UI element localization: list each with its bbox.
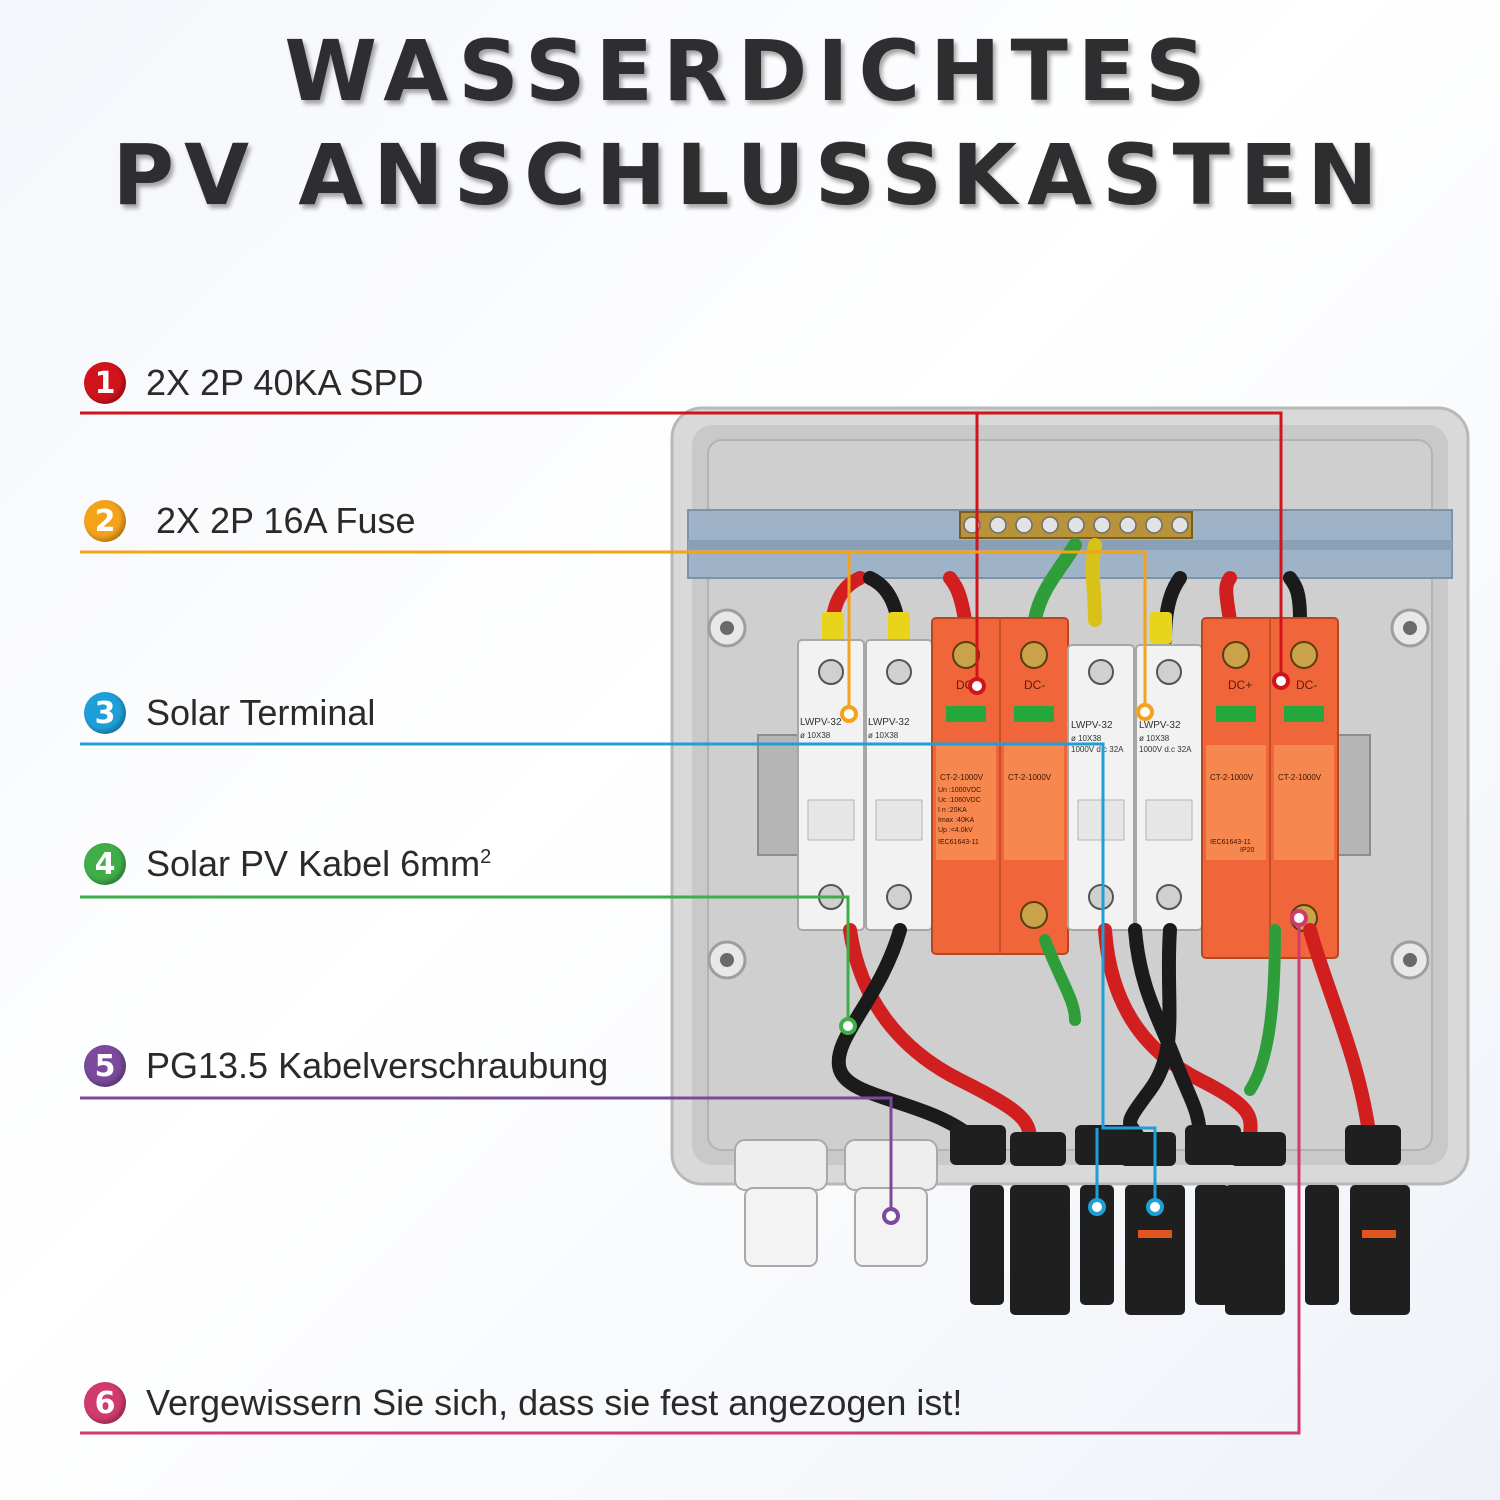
spd-left-uc: Uc :1060VDC <box>938 797 981 804</box>
leader-line-5 <box>80 1096 893 1216</box>
spd-left-in: I n :20KA <box>938 807 967 814</box>
spd-right-ip: IP20 <box>1240 847 1255 854</box>
spd-right-std: IEC61643-11 <box>1210 839 1251 846</box>
leader-line-2 <box>80 550 1147 712</box>
mc4-connectors <box>950 1125 1410 1315</box>
callout-4-number-badge: 4 <box>84 843 126 885</box>
fuse-label-size-4: ø 10X38 <box>1139 734 1170 743</box>
spd-left <box>931 617 1069 955</box>
wire-ferrules <box>822 612 1172 644</box>
fuse-holder-right-pair <box>1067 644 1203 931</box>
spd-left-model-2: CT-2-1000V <box>1008 773 1052 782</box>
callout-1-number-badge: 1 <box>84 362 126 404</box>
callout-3: 3 Solar Terminal <box>84 691 375 735</box>
callout-3-number-badge: 3 <box>84 692 126 734</box>
spd-left-dc-minus-label: DC- <box>1024 678 1045 692</box>
fuse-holder-left-pair <box>797 639 933 931</box>
callout-3-label: Solar Terminal <box>146 692 376 733</box>
page-title-line-1: WASSERDICHTES <box>284 22 1216 120</box>
callout-2: 2 2X 2P 16A Fuse <box>84 499 416 543</box>
callout-6: 6 Vergewissern Sie sich, dass sie fest a… <box>84 1381 962 1425</box>
fuse-label-size-1: ø 10X38 <box>800 731 831 740</box>
spd-right <box>1201 617 1339 959</box>
callout-2-label: 2X 2P 16A Fuse <box>156 500 416 541</box>
callout-5: 5 PG13.5 Kabelverschraubung <box>84 1044 608 1088</box>
spd-right-dc-plus-label: DC+ <box>1228 678 1252 692</box>
callout-4-label: Solar PV Kabel 6mm <box>146 843 481 884</box>
leader-end-dots <box>839 672 1308 1225</box>
spd-left-un: Un :1000VDC <box>938 787 981 794</box>
fuse-label-model-3: LWPV-32 <box>1071 720 1113 731</box>
spd-right-model-2: CT-2-1000V <box>1278 773 1322 782</box>
callout-leader-lines <box>80 411 1301 1435</box>
fuse-label-rating-4: 1000V d.c 32A <box>1139 745 1192 754</box>
fuse-label-model-2: LWPV-32 <box>868 717 910 728</box>
page-title-line-2: PV ANSCHLUSSKASTEN <box>112 126 1388 224</box>
callout-1: 1 2X 2P 40KA SPD <box>84 361 424 405</box>
spd-left-up: Up :<4.0kV <box>938 827 973 834</box>
callout-5-number-badge: 5 <box>84 1045 126 1087</box>
callout-4: 4 Solar PV Kabel 6mm2 <box>84 842 491 886</box>
callout-5-label: PG13.5 Kabelverschraubung <box>146 1045 609 1086</box>
callout-4-superscript: 2 <box>480 846 492 868</box>
wires-bottom <box>831 923 1377 1147</box>
spd-right-model-1: CT-2-1000V <box>1210 773 1254 782</box>
callout-4-label-wrap: Solar PV Kabel 6mm2 <box>146 843 491 885</box>
leader-line-3 <box>80 742 1157 1207</box>
spd-left-model-1: CT-2-1000V <box>940 773 984 782</box>
fuse-label-model-4: LWPV-32 <box>1139 720 1181 731</box>
callout-2-number-badge: 2 <box>84 500 126 542</box>
callout-1-label: 2X 2P 40KA SPD <box>146 362 424 403</box>
leader-line-4 <box>80 895 850 1026</box>
spd-right-dc-minus-label: DC- <box>1296 678 1317 692</box>
spd-left-imax: Imax :40KA <box>938 817 975 824</box>
leader-line-6 <box>80 918 1301 1435</box>
callout-6-number-badge: 6 <box>84 1382 126 1424</box>
fuse-label-model-1: LWPV-32 <box>800 717 842 728</box>
spd-left-std: IEC61643-11 <box>938 839 979 846</box>
fuse-label-size-3: ø 10X38 <box>1071 734 1102 743</box>
fuse-label-rating-3: 1000V d.c 32A <box>1071 745 1124 754</box>
callout-6-label: Vergewissern Sie sich, dass sie fest ang… <box>146 1382 963 1423</box>
fuse-label-size-2: ø 10X38 <box>868 731 899 740</box>
leader-line-1 <box>80 411 1283 681</box>
